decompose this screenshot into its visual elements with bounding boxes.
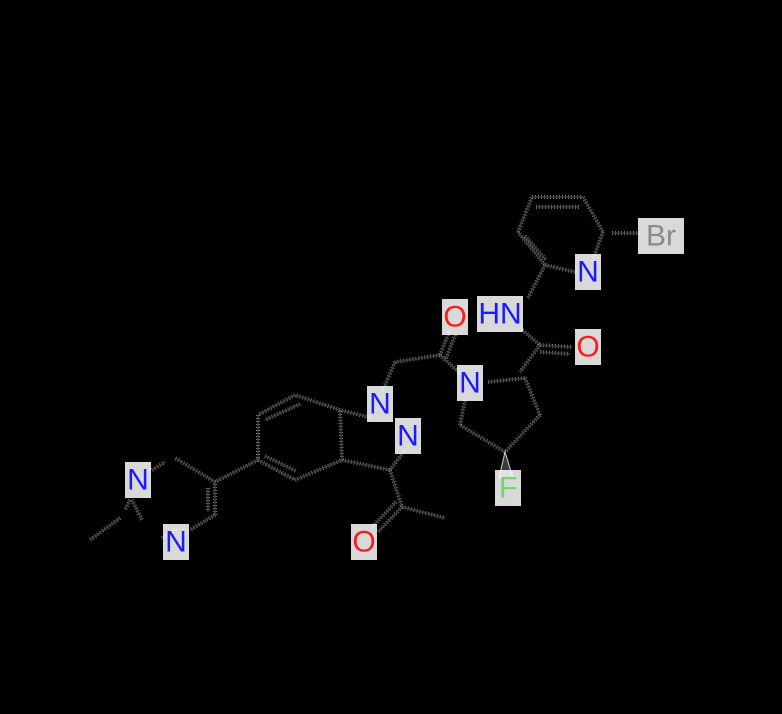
bond-line	[371, 501, 397, 528]
bond-line	[539, 351, 571, 355]
atom-label-hn: HN	[478, 298, 521, 331]
bond-line	[487, 377, 526, 383]
atom-label-background	[575, 254, 601, 290]
atom-label-n-pyrrolidine: N	[459, 367, 481, 400]
atom-label-background	[395, 418, 421, 454]
bond-line	[174, 457, 216, 483]
atom-label-n-pyrimidine2: N	[165, 526, 187, 559]
bond-line	[401, 506, 446, 519]
bond-line	[517, 196, 533, 233]
bond-line	[539, 344, 573, 348]
bond-line	[341, 459, 391, 471]
bond-line	[131, 499, 143, 521]
bond-line	[339, 409, 373, 419]
bond-line	[214, 459, 259, 483]
atom-label-background	[442, 299, 468, 335]
atom-label-background	[477, 296, 523, 332]
atom-label-n2-indazole: N	[397, 420, 419, 453]
atom-label-n1-indazole: N	[369, 388, 391, 421]
bond-line	[519, 327, 541, 346]
bond-line	[294, 394, 341, 411]
bond-line	[524, 235, 547, 261]
bond-line	[257, 394, 296, 416]
bond-line	[124, 499, 131, 511]
bond-line	[189, 514, 216, 531]
atom-label-o-acetyl: O	[352, 526, 375, 559]
bond-line	[264, 403, 301, 421]
bond-line	[524, 377, 541, 416]
bond-line	[294, 459, 343, 481]
bond-line	[339, 409, 343, 461]
atom-label-f: F	[499, 472, 517, 505]
bond-line	[459, 399, 466, 426]
atom-label-o-amide2: O	[576, 331, 599, 364]
atom-label-background	[351, 524, 377, 560]
atom-label-background	[163, 524, 189, 560]
bond-line	[544, 264, 576, 273]
bond-line	[527, 264, 546, 299]
bond-line	[519, 344, 541, 373]
bond-line	[582, 196, 604, 233]
bond-line	[257, 459, 296, 481]
bond-line	[445, 332, 457, 359]
bond-line	[517, 231, 546, 266]
bond-line	[89, 517, 121, 541]
bond-line	[151, 461, 166, 471]
bond-line	[389, 469, 403, 508]
bonds	[88, 195, 640, 542]
atom-label-o-amide1: O	[443, 301, 466, 334]
atom-label-background	[575, 329, 601, 365]
atom-label-n-pyrimidine1: N	[127, 464, 149, 497]
bond-line	[264, 455, 297, 472]
atom-label-background	[125, 462, 151, 498]
atom-label-n-pyridine: N	[577, 256, 599, 289]
atom-label-background	[457, 365, 483, 401]
bond-line	[504, 414, 541, 453]
atom-label-background	[638, 218, 684, 254]
atom-label-background	[495, 470, 521, 506]
bond-line	[377, 506, 403, 533]
bond-line	[394, 354, 441, 363]
atom-label-background	[367, 386, 393, 422]
bond-line	[459, 424, 506, 453]
atom-label-br: Br	[646, 220, 676, 253]
